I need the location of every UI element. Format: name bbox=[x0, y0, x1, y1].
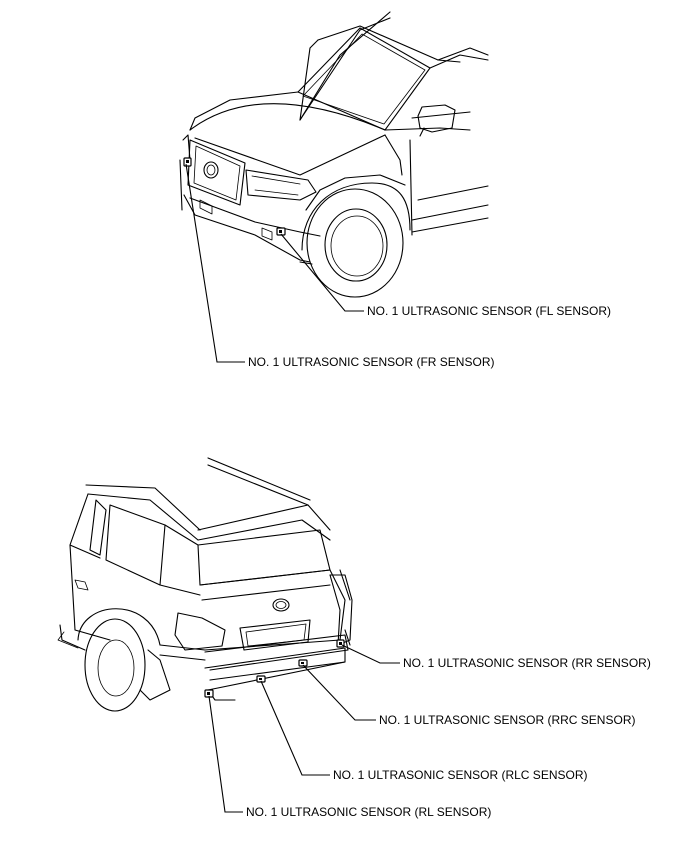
rl-sensor-marker bbox=[204, 689, 214, 698]
rear-vehicle-illustration bbox=[57, 457, 353, 712]
rrc-sensor-label: NO. 1 ULTRASONIC SENSOR (RRC SENSOR) bbox=[379, 713, 635, 727]
rr-sensor-label: NO. 1 ULTRASONIC SENSOR (RR SENSOR) bbox=[403, 656, 651, 670]
rl-leader-line bbox=[208, 695, 243, 813]
fr-sensor-marker bbox=[183, 157, 192, 167]
rlc-leader-line bbox=[260, 680, 330, 776]
fl-sensor-label: NO. 1 ULTRASONIC SENSOR (FL SENSOR) bbox=[367, 304, 611, 318]
rl-sensor-label: NO. 1 ULTRASONIC SENSOR (RL SENSOR) bbox=[246, 805, 491, 819]
rrc-sensor-marker bbox=[298, 659, 308, 667]
fl-sensor-marker bbox=[276, 227, 286, 236]
rr-leader-line bbox=[341, 644, 400, 664]
fl-leader-line bbox=[280, 233, 364, 312]
front-vehicle-illustration bbox=[179, 11, 489, 298]
fr-sensor-label: NO. 1 ULTRASONIC SENSOR (FR SENSOR) bbox=[248, 355, 494, 369]
fr-leader-line bbox=[185, 163, 245, 363]
rlc-sensor-label: NO. 1 ULTRASONIC SENSOR (RLC SENSOR) bbox=[333, 768, 587, 782]
rrc-leader-line bbox=[302, 664, 376, 721]
